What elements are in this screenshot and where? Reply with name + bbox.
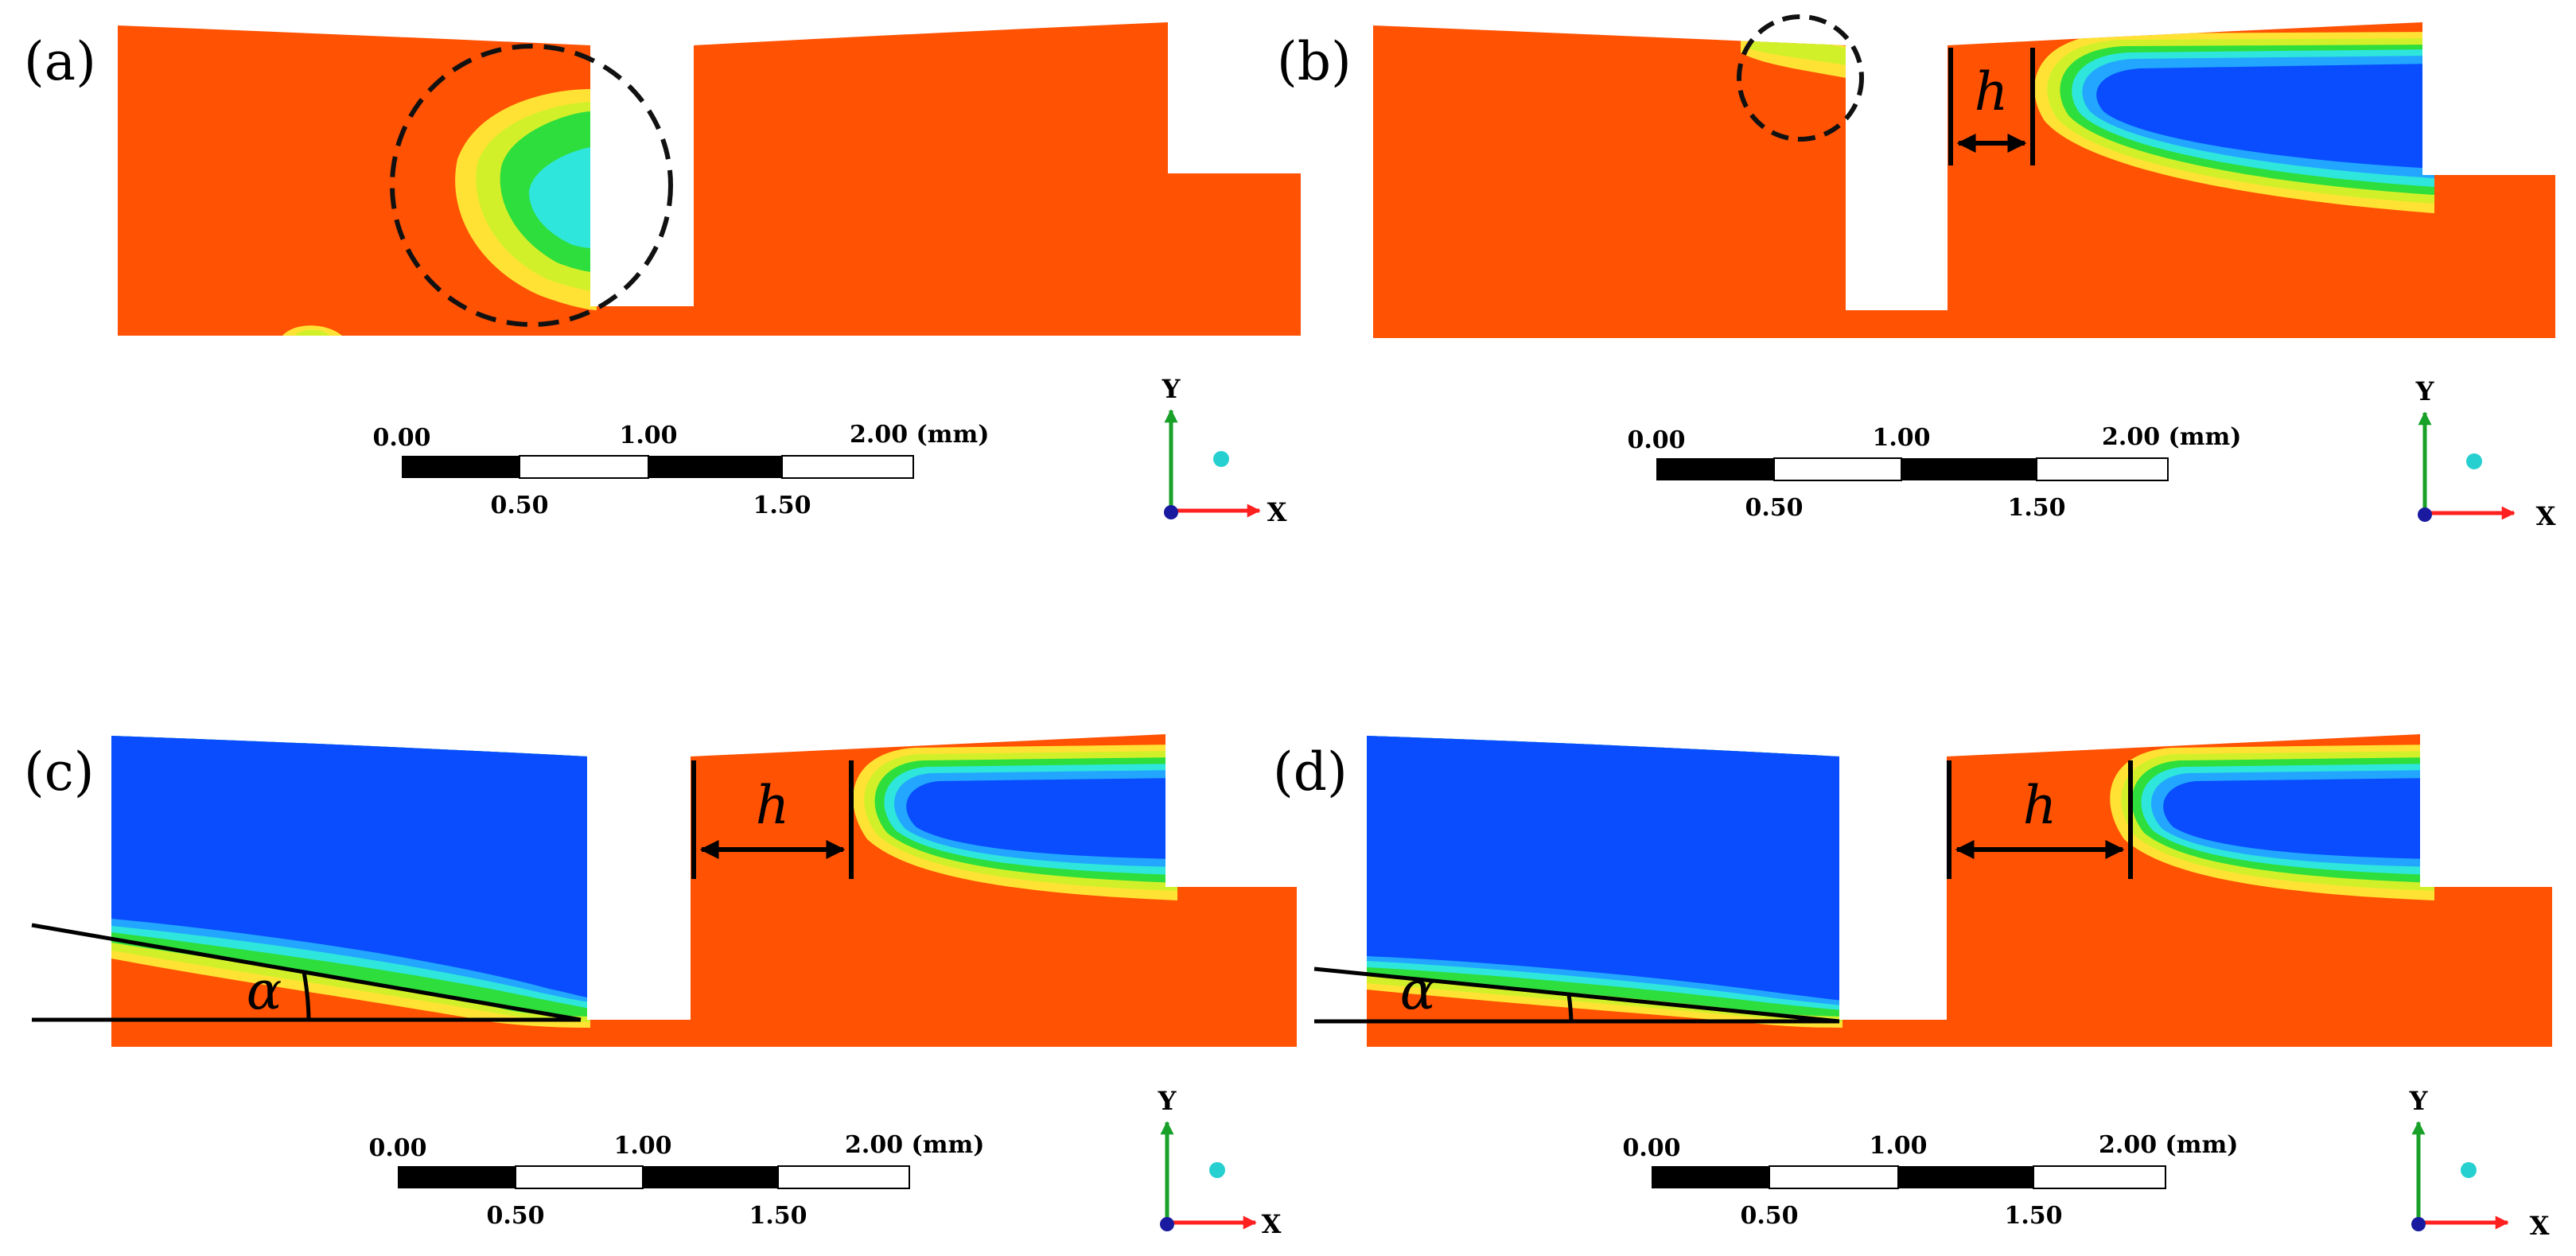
scale-label-0: 0.00 [1622, 1134, 1680, 1162]
axis-dot [1209, 1162, 1225, 1178]
dimension-h-label: h [756, 775, 790, 836]
scale-label-0: 0.00 [372, 424, 430, 452]
scale-label-050: 0.50 [486, 1202, 544, 1230]
scale-label-1: 1.00 [619, 422, 677, 449]
scale-label-150: 1.50 [2007, 494, 2065, 522]
scale-label-0: 0.00 [368, 1134, 426, 1162]
scale-label-2: 2.00 (mm) [2102, 423, 2241, 451]
scale-bar: 0.00 1.00 2.00 (mm) 0.50 1.50 [1622, 1131, 2238, 1230]
scale-label-050: 0.50 [1745, 494, 1803, 522]
panel-d: α h (d) 0.00 1.00 2.00 (mm) 0.50 1.50 Y … [1273, 734, 2552, 1241]
axis-y-label: Y [1158, 1086, 1177, 1116]
axis-x-label: X [1262, 1209, 1282, 1239]
axis-x-label: X [1267, 497, 1287, 527]
panel-label: (b) [1277, 31, 1352, 92]
angle-alpha-label: α [1400, 960, 1436, 1021]
axis-dot [1213, 451, 1229, 467]
dimension-h: h [1947, 760, 2133, 879]
axis-triad: Y X [2409, 1086, 2550, 1241]
axis-triad: Y X [1162, 374, 1287, 527]
scale-bar: 0.00 1.00 2.00 (mm) 0.50 1.50 [1627, 423, 2241, 522]
contour-region [111, 734, 1177, 1028]
panel-label: (d) [1273, 741, 1348, 803]
contour-region [1741, 32, 2434, 213]
scale-label-050: 0.50 [1740, 1202, 1798, 1230]
scale-label-2: 2.00 (mm) [2099, 1131, 2238, 1159]
panel-label: (c) [24, 741, 94, 803]
axis-dot [2466, 453, 2482, 469]
scale-bar: 0.00 1.00 2.00 (mm) 0.50 1.50 [372, 421, 989, 519]
axis-x-label: X [2530, 1211, 2550, 1241]
scale-label-2: 2.00 (mm) [850, 421, 989, 449]
axis-y-label: Y [2409, 1086, 2429, 1116]
angle-alpha-label: α [247, 960, 282, 1021]
dimension-h-label: h [1975, 61, 2009, 122]
axis-triad: Y X [1158, 1086, 1282, 1239]
axis-y-label: Y [1162, 374, 1181, 404]
scale-label-050: 0.50 [490, 492, 548, 519]
axis-x-label: X [2536, 501, 2556, 531]
axis-y-label: Y [2415, 376, 2435, 406]
scale-bar: 0.00 1.00 2.00 (mm) 0.50 1.50 [368, 1131, 984, 1230]
axis-triad: Y X [2415, 376, 2556, 531]
highlight-circle [390, 44, 673, 327]
panel-c: α h (c) 0.00 1.00 2.00 (mm) 0.50 1.50 Y … [24, 734, 1297, 1239]
scale-label-0: 0.00 [1627, 426, 1685, 454]
scale-label-1: 1.00 [1872, 424, 1930, 452]
scale-label-150: 1.50 [2004, 1202, 2062, 1230]
panel-b: h (b) 0.00 1.00 2.00 (mm) 0.50 1.50 Y X [1277, 14, 2556, 531]
dimension-h: h [691, 760, 854, 879]
scale-label-150: 1.50 [749, 1202, 807, 1230]
dimension-h-label: h [2023, 775, 2057, 836]
axis-dot [2461, 1162, 2477, 1178]
scale-label-2: 2.00 (mm) [845, 1131, 984, 1159]
scale-label-1: 1.00 [613, 1132, 671, 1160]
scale-label-150: 1.50 [753, 492, 811, 519]
contour-region [1367, 734, 2434, 1028]
contour-region [282, 89, 597, 336]
angle-alpha: α [31, 923, 582, 1022]
panel-label: (a) [24, 31, 96, 92]
dimension-h: h [1948, 48, 2035, 165]
scale-label-1: 1.00 [1869, 1132, 1927, 1160]
panel-a: (a) 0.00 1.00 2.00 (mm) 0.50 1.50 Y X [24, 22, 1301, 527]
highlight-circle [1737, 14, 1864, 142]
angle-alpha: α [1313, 960, 1840, 1024]
workpiece-shape [118, 22, 1301, 336]
